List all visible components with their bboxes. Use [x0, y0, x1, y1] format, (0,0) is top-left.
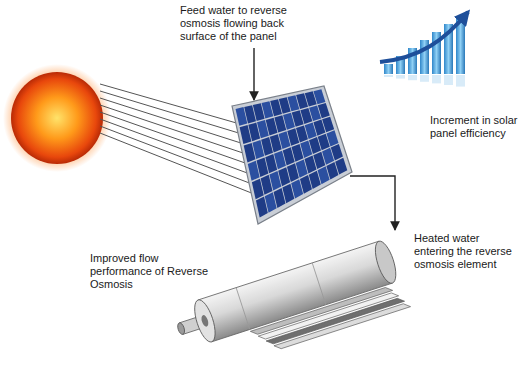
solar-cell [318, 103, 330, 118]
tube-hole [200, 314, 209, 327]
feed-arrow [253, 48, 254, 100]
solar-cell [313, 89, 325, 104]
bar-reflection [384, 75, 393, 77]
sun-glow [3, 64, 111, 172]
sun-ray [100, 126, 252, 184]
chart-bar [384, 64, 393, 74]
solar-cell [322, 117, 334, 133]
sun-rays [100, 84, 254, 194]
bar-reflection [444, 75, 453, 85]
chart-bar [420, 40, 429, 74]
solar-cell [331, 144, 343, 161]
sun-ray [100, 133, 254, 194]
sun-disc [11, 72, 103, 164]
sun [3, 64, 111, 172]
sun-ray [100, 112, 248, 164]
shell-end [190, 298, 219, 345]
element-shell [198, 241, 392, 342]
sun-ray [100, 105, 246, 154]
flow-performance-note: Improved flow performance of Reverse Osm… [90, 252, 218, 291]
shell-end [371, 239, 400, 286]
sun-ray [100, 84, 240, 124]
panel-frame [232, 86, 352, 224]
outflow-arrow [350, 176, 395, 230]
tube-end [176, 322, 185, 335]
feed-water-note: Feed water to reverse osmosis flowing ba… [180, 4, 308, 43]
efficiency-note: Increment in solar panel efficiency [430, 114, 526, 140]
rising-arrow [380, 12, 468, 62]
bar-reflection [456, 75, 465, 87]
sun-ray [100, 119, 250, 174]
solar-cell [335, 158, 347, 175]
shell-seam [236, 288, 250, 330]
bar-reflection [420, 75, 429, 82]
bar-reflection [408, 75, 417, 80]
reverse-osmosis-element [171, 238, 410, 369]
solar-panel [232, 86, 352, 224]
solar-cell [326, 130, 338, 146]
bar-reflection [396, 75, 405, 79]
heated-water-note: Heated water entering the reverse osmosi… [414, 232, 520, 271]
bar-reflection [432, 75, 441, 83]
shell-seam [312, 263, 326, 305]
efficiency-chart [380, 12, 468, 87]
